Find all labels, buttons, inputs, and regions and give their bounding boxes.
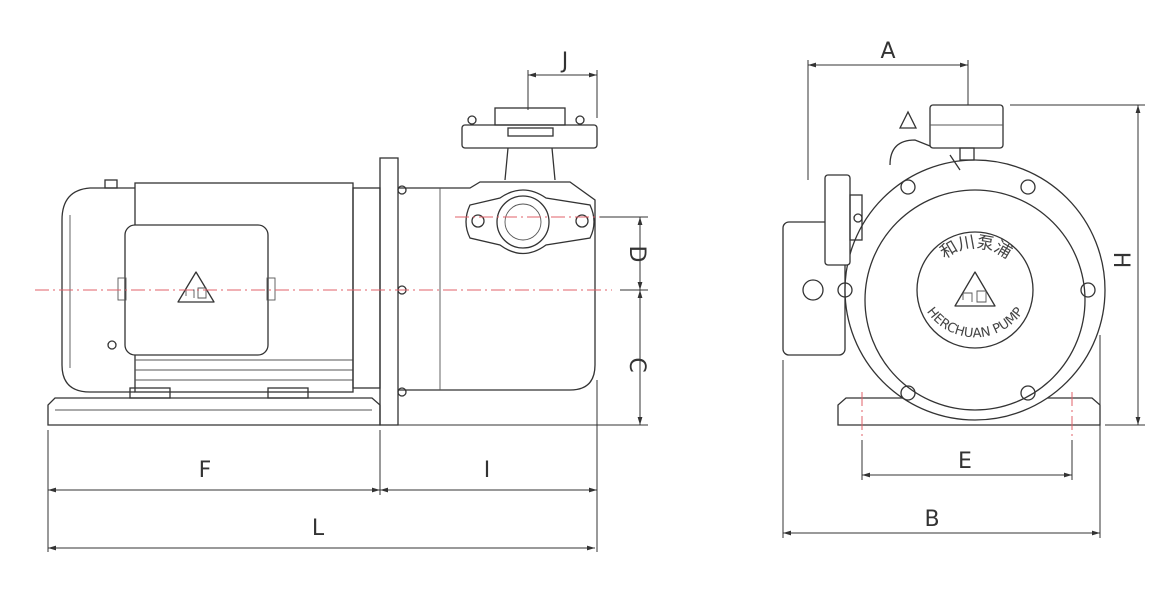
brand-logo-icon: [954, 271, 996, 307]
fan-cover: [61, 187, 135, 393]
pump-casing: [398, 181, 596, 391]
dim-F-label: F: [199, 458, 212, 483]
casing-circle: [864, 189, 1086, 411]
base-plate: [47, 397, 381, 426]
dim-C-label: C: [624, 357, 649, 372]
pump-flange-circle: [844, 159, 1106, 421]
dim-A-label: A: [880, 39, 895, 64]
side-view: J D C F I L: [35, 49, 649, 552]
front-outlet-flange: [929, 104, 1004, 149]
dim-I-label: I: [484, 458, 491, 483]
motor-flange: [379, 157, 399, 426]
dim-J-label: J: [560, 49, 569, 74]
dim-H-label: H: [1108, 252, 1133, 269]
dim-E-label: E: [958, 449, 972, 474]
dim-B-label: B: [924, 507, 939, 532]
inlet-flange: [465, 189, 595, 255]
side-flange: [824, 174, 851, 266]
outlet-neck: [504, 147, 556, 181]
dim-D-label: D: [624, 246, 649, 263]
brand-ring: [916, 231, 1034, 349]
dim-L-label: L: [312, 516, 325, 541]
front-view: 和川泵浦 HERCHUAN PUMP A H E B: [782, 39, 1145, 538]
